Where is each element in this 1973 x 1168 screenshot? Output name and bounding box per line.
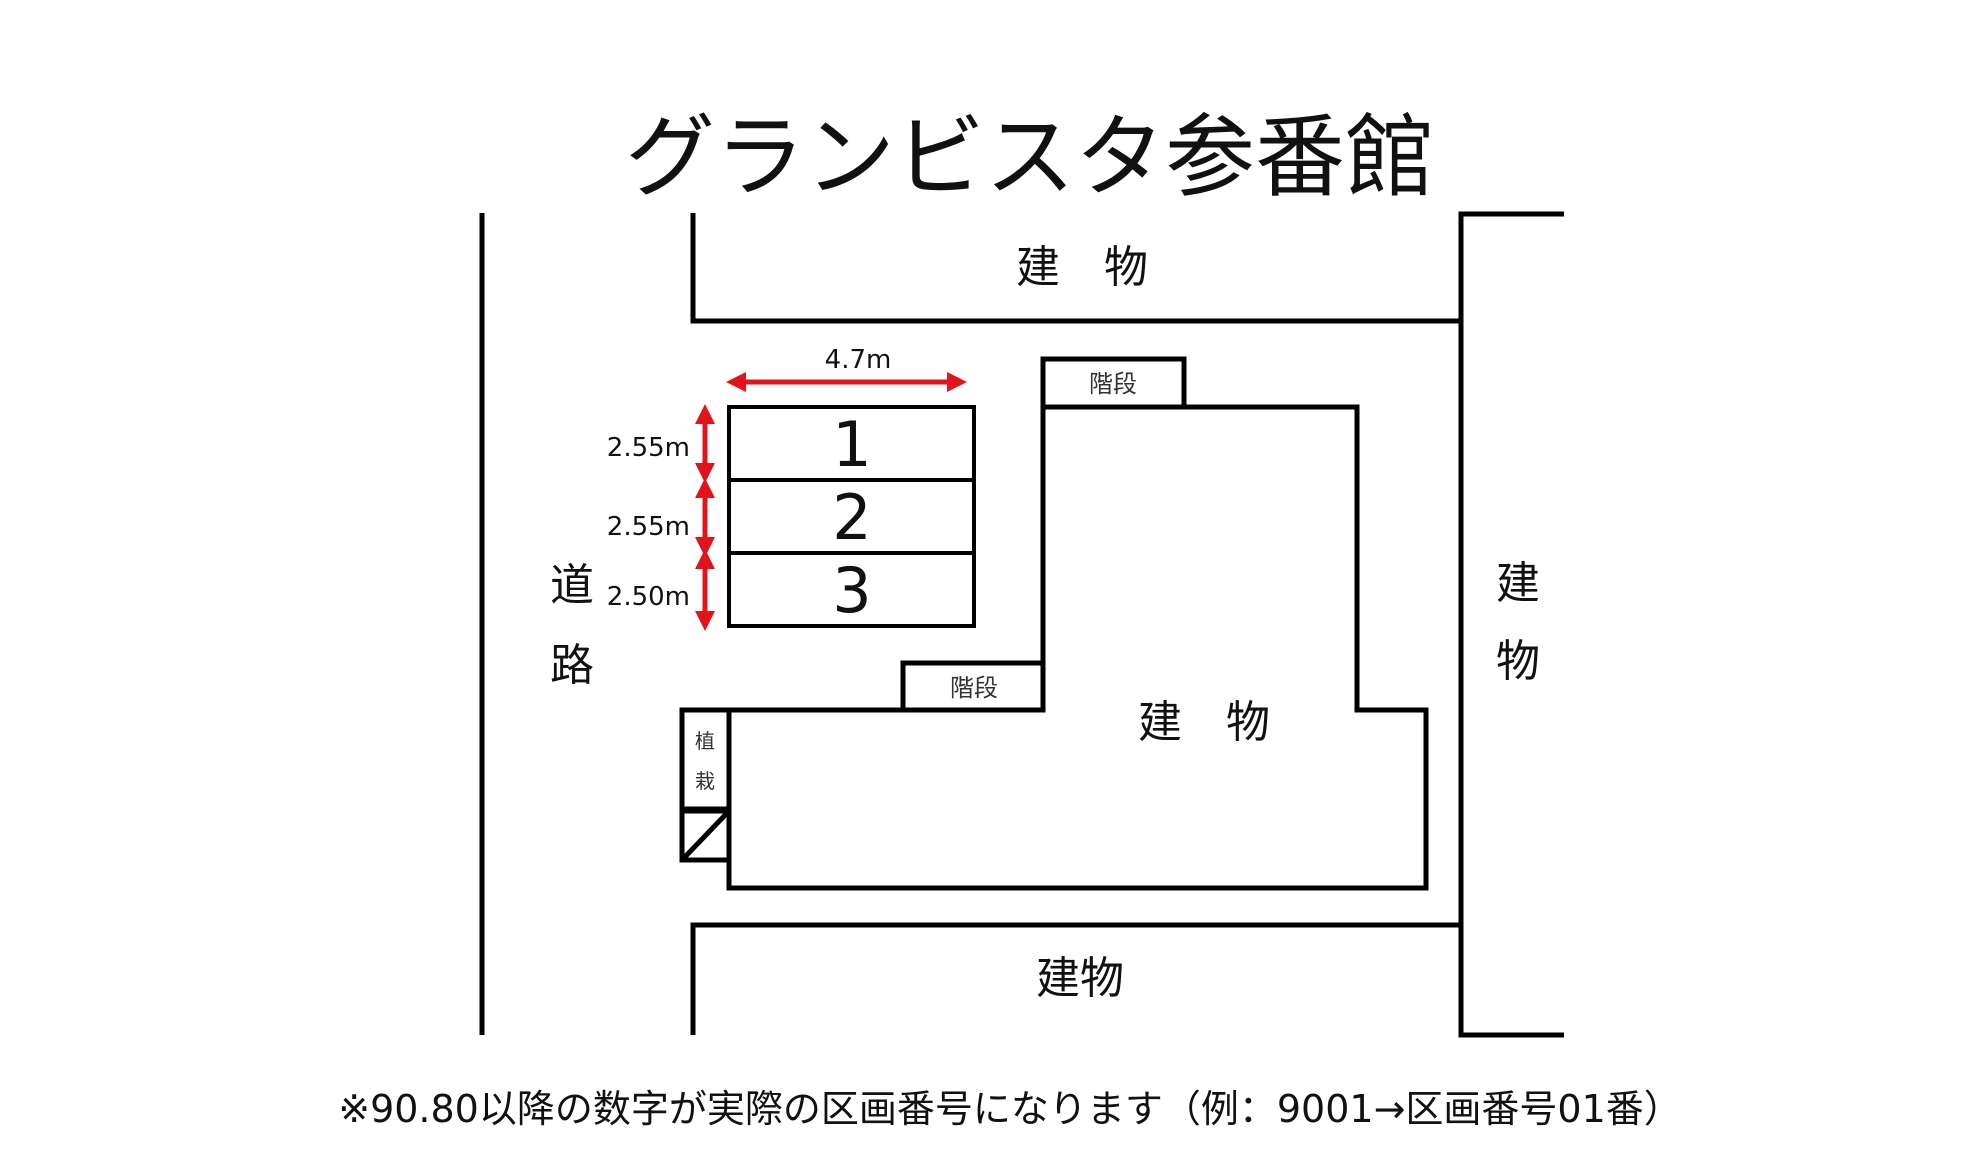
right-building-label-bottom: 物 bbox=[1496, 636, 1540, 687]
parking-space-number: 3 bbox=[832, 554, 871, 627]
footnote: ※90.80以降の数字が実際の区画番号になります（例：9001→区画番号01番） bbox=[338, 1087, 1682, 1131]
lower-stairs-box bbox=[900, 660, 1046, 713]
parking-space-number: 2 bbox=[832, 481, 871, 554]
top-building-outline bbox=[690, 213, 1462, 324]
upper-stairs-box bbox=[1040, 356, 1187, 410]
planter-box bbox=[679, 707, 732, 812]
lower-stairs-label: 階段 bbox=[950, 674, 998, 702]
width-dimension-label: 4.7m bbox=[825, 345, 892, 375]
top-building-label: 建 物 bbox=[1016, 242, 1148, 293]
parking-space-1[interactable] bbox=[727, 405, 976, 482]
planter-label-bottom: 栽 bbox=[695, 769, 715, 793]
planter-label-top: 植 bbox=[695, 729, 715, 753]
upper-stairs-label: 階段 bbox=[1089, 370, 1137, 398]
parking-space-number: 1 bbox=[832, 408, 871, 481]
bottom-building-label: 建物 bbox=[1036, 953, 1124, 1004]
utility-box-diagonal bbox=[680, 809, 731, 862]
parking-spaces: 1 2 3 bbox=[727, 405, 976, 628]
depth-dimension-label: 2.55m bbox=[607, 433, 690, 463]
right-building-label-top: 建 bbox=[1496, 558, 1540, 609]
depth-dimension-label: 2.55m bbox=[607, 512, 690, 542]
road-label-bottom: 路 bbox=[550, 640, 594, 691]
bottom-building-outline bbox=[690, 922, 1462, 1035]
parking-space-2[interactable] bbox=[727, 478, 976, 555]
parking-space-3[interactable] bbox=[727, 551, 976, 628]
main-building-label: 建 物 bbox=[1138, 697, 1270, 748]
road-label-top: 道 bbox=[550, 560, 594, 611]
depth-dimension-label: 2.50m bbox=[607, 582, 690, 612]
page-title: グランビスタ参番館 bbox=[625, 105, 1435, 210]
right-building-outline bbox=[1458, 211, 1564, 1038]
